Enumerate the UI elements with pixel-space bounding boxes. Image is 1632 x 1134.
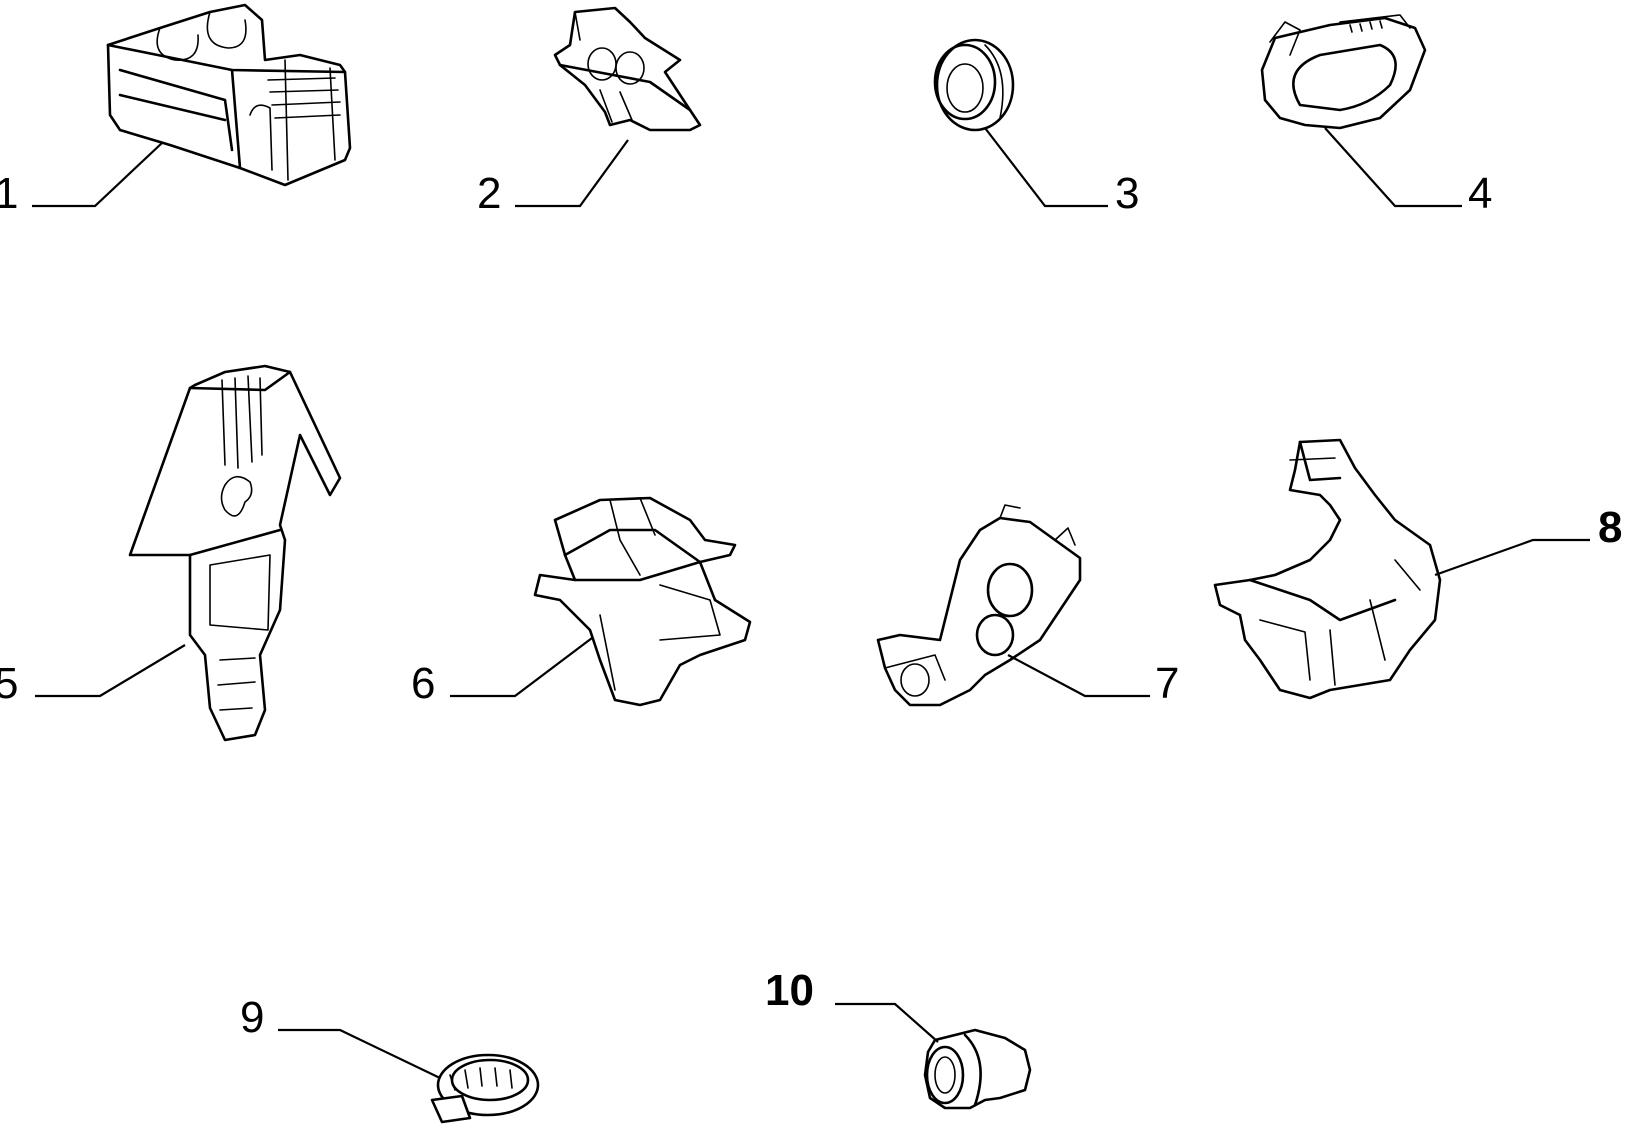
part-1-drawing	[106, 3, 352, 187]
callout-label-2: 2	[477, 169, 501, 218]
leader-line-10	[835, 1002, 939, 1043]
callout-label-3: 3	[1115, 169, 1139, 218]
callout-label-6: 6	[411, 659, 435, 708]
leader-line-1	[32, 142, 163, 208]
leader-line-6	[450, 637, 593, 698]
callout-label-4: 4	[1468, 169, 1492, 218]
leader-line-3	[984, 127, 1108, 208]
leader-line-7	[1007, 654, 1150, 698]
leader-line-4	[1324, 127, 1462, 208]
leader-line-9	[278, 1028, 441, 1079]
callout-label-5: 5	[0, 659, 18, 708]
leader-line-5	[35, 644, 186, 698]
callout-label-9: 9	[240, 993, 264, 1042]
part-4-drawing	[1260, 14, 1427, 130]
part-5-drawing	[128, 364, 342, 742]
part-3-drawing	[933, 38, 1015, 132]
part-6-drawing	[533, 496, 752, 707]
leader-line-2	[515, 139, 629, 208]
callout-label-1: 1	[0, 169, 18, 218]
leader-line-8	[1434, 538, 1590, 577]
part-7-drawing	[876, 504, 1082, 707]
part-8-drawing	[1213, 438, 1442, 700]
callout-label-7: 7	[1155, 659, 1179, 708]
part-10-drawing	[923, 1028, 1032, 1110]
part-9-drawing	[430, 1053, 540, 1124]
callout-label-10: 10	[765, 966, 814, 1015]
part-2-drawing	[553, 6, 702, 132]
callout-label-8: 8	[1598, 503, 1622, 552]
